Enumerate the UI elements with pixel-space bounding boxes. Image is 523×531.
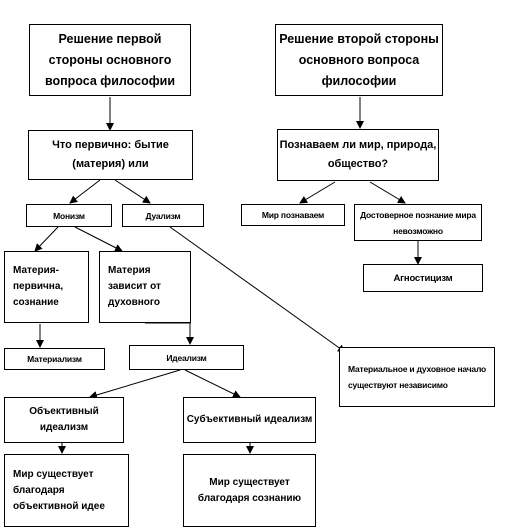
arrow-cognizable-to-reliable: [369, 181, 406, 204]
node-world-consciousness-label: Мир существует благодаря сознанию: [197, 476, 302, 504]
node-matter-primary: Материя-первична, сознание: [4, 251, 89, 323]
node-world-objective-idea-label: Мир существует благодаря объективной иде…: [13, 468, 105, 512]
node-subjective-idealism-label: Субъективный идеализм: [186, 414, 313, 425]
node-matter-depends-label: Материя зависит от духовного: [108, 265, 161, 308]
node-material-spiritual: Материальное и духовное начало существую…: [339, 347, 495, 407]
node-material-spiritual-label: Материальное и духовное начало существую…: [348, 364, 487, 390]
node-what-primary: Что первично: бытие (материя) или: [28, 130, 193, 180]
arrow-question-to-monism: [69, 179, 101, 204]
arrow-depends-to-idealism: [145, 322, 194, 345]
node-agnosticism-label: Агностицизм: [393, 272, 453, 284]
node-idealism-label: Идеализм: [166, 352, 207, 363]
node-agnosticism: Агностицизм: [363, 264, 483, 292]
node-second-side-label: Решение второй стороны основного вопроса…: [279, 31, 439, 88]
arrow-monism-to-matter: [34, 226, 59, 252]
node-what-primary-label: Что первично: бытие (материя) или: [52, 139, 169, 170]
node-objective-idealism-label: Объективный идеализм: [29, 406, 99, 433]
node-matter-depends: Материя зависит от духовного: [99, 251, 191, 323]
arrow-idealism-to-objective: [89, 369, 181, 399]
node-first-side-label: Решение первой стороны основного вопроса…: [44, 31, 176, 88]
node-monism: Монизм: [26, 204, 112, 227]
node-subjective-idealism: Субъективный идеализм: [183, 397, 316, 443]
node-matter-primary-label: Материя-первична, сознание: [13, 265, 64, 308]
node-cognizable-label: Познаваем ли мир, природа, общество?: [279, 139, 437, 170]
node-world-cognizable: Мир познаваем: [241, 204, 345, 226]
node-reliable-impossible-label: Достоверное познание мира невозможно: [360, 209, 476, 236]
node-idealism: Идеализм: [129, 345, 244, 370]
node-dualism: Дуализм: [122, 204, 204, 227]
node-world-consciousness: Мир существует благодаря сознанию: [183, 454, 316, 527]
arrow-idealism-to-subjective: [184, 369, 241, 398]
node-objective-idealism: Объективный идеализм: [4, 397, 124, 443]
node-first-side: Решение первой стороны основного вопроса…: [29, 24, 191, 96]
node-monism-label: Монизм: [53, 210, 85, 221]
node-world-cognizable-label: Мир познаваем: [261, 210, 325, 220]
arrow-question-to-dualism: [114, 179, 151, 204]
node-dualism-label: Дуализм: [145, 210, 181, 221]
node-materialism: Материализм: [4, 348, 105, 370]
node-cognizable: Познаваем ли мир, природа, общество?: [277, 129, 439, 181]
node-reliable-impossible: Достоверное познание мира невозможно: [354, 204, 482, 241]
arrow-monism-to-depends: [74, 226, 123, 252]
arrow-dualism-to-independent: [169, 226, 346, 353]
arrow-cognizable-to-world: [299, 181, 336, 204]
node-world-objective-idea: Мир существует благодаря объективной иде…: [4, 454, 129, 527]
node-second-side: Решение второй стороны основного вопроса…: [275, 24, 443, 96]
node-materialism-label: Материализм: [27, 354, 82, 364]
